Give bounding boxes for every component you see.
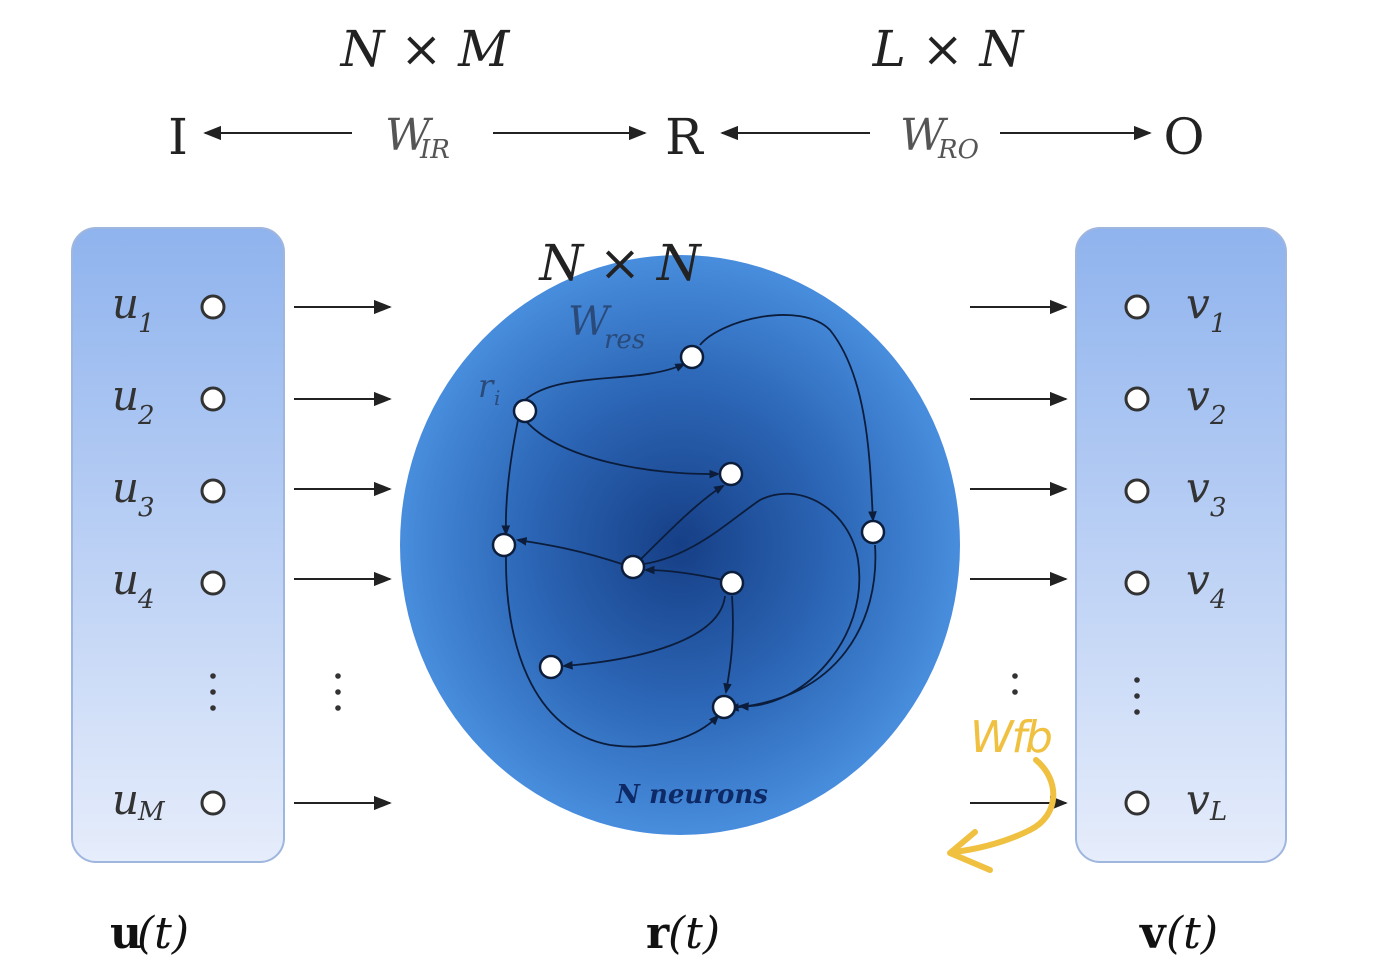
input-node — [200, 790, 226, 816]
input-arrows — [294, 299, 392, 811]
svg-text:v: v — [1186, 775, 1210, 824]
svg-text:u: u — [112, 463, 139, 512]
reservoir-connections — [501, 314, 877, 748]
reservoir-node — [718, 461, 744, 487]
svg-text:4: 4 — [1209, 585, 1227, 615]
reservoir-nodes — [491, 344, 886, 720]
output-unit-4: v 4 — [1124, 555, 1227, 615]
w-ir-label: W IR — [385, 110, 450, 165]
reservoir-layer-label: R — [665, 108, 704, 166]
output-layer-label: O — [1164, 108, 1205, 166]
input-panel — [71, 227, 285, 863]
reservoir-node — [860, 519, 886, 545]
w-res-label: W res — [568, 299, 645, 355]
input-unit-m: u M — [112, 775, 226, 827]
v-vector-label: v (t) — [1139, 908, 1218, 959]
svg-text:u: u — [112, 775, 139, 824]
dim-ir-label: N × M — [340, 20, 511, 78]
input-layer-label: I — [168, 108, 188, 166]
u-vector-label: u (t) — [110, 908, 189, 959]
svg-text:v: v — [1186, 371, 1210, 420]
reservoir-caption: N neurons — [615, 780, 768, 810]
output-unit-2: v 2 — [1124, 371, 1227, 431]
svg-text:(t): (t) — [1166, 908, 1218, 959]
svg-text:i: i — [494, 386, 500, 410]
input-node — [200, 294, 226, 320]
svg-text:u: u — [110, 908, 142, 959]
output-dots — [1134, 677, 1140, 715]
svg-text:2: 2 — [1209, 401, 1227, 431]
reservoir-node — [711, 694, 737, 720]
output-unit-1: v 1 — [1124, 279, 1227, 339]
w-ro-label: W RO — [900, 110, 979, 165]
output-panel — [1075, 227, 1287, 863]
svg-text:M: M — [137, 797, 166, 827]
svg-text:4: 4 — [137, 585, 155, 615]
dim-ro-label: L × N — [872, 20, 1026, 78]
svg-text:v: v — [1139, 908, 1167, 959]
output-node — [1124, 570, 1150, 596]
svg-text:(t): (t) — [137, 908, 189, 959]
svg-text:1: 1 — [138, 309, 155, 339]
svg-text:v: v — [1186, 555, 1210, 604]
reservoir-node — [538, 654, 564, 680]
reservoir-dim-label: N × N — [538, 234, 702, 292]
svg-text:(t): (t) — [668, 908, 720, 959]
r-vector-label: r (t) — [646, 908, 720, 959]
input-node — [200, 386, 226, 412]
input-unit-1: u 1 — [112, 279, 226, 339]
reservoir-node — [512, 398, 538, 424]
reservoir-node — [620, 554, 646, 580]
output-arrows — [970, 299, 1068, 811]
svg-text:1: 1 — [1210, 309, 1227, 339]
svg-text:u: u — [112, 555, 139, 604]
svg-text:u: u — [112, 279, 139, 328]
svg-text:res: res — [604, 325, 645, 355]
svg-text:u: u — [112, 371, 139, 420]
input-unit-3: u 3 — [112, 463, 226, 523]
output-unit-l: v L — [1124, 775, 1227, 827]
svg-text:r: r — [478, 367, 495, 405]
reservoir-node — [679, 344, 705, 370]
svg-text:3: 3 — [138, 493, 155, 523]
ri-label: r i — [478, 367, 500, 410]
input-node — [200, 478, 226, 504]
svg-text:v: v — [1186, 279, 1210, 328]
svg-text:2: 2 — [137, 401, 155, 431]
feedback-arrowhead — [947, 829, 993, 873]
input-unit-4: u 4 — [112, 555, 226, 615]
svg-text:IR: IR — [419, 135, 450, 165]
svg-text:W: W — [568, 299, 612, 345]
wfb-label: Wfb — [970, 712, 1051, 763]
svg-text:W: W — [900, 110, 949, 161]
output-node — [1124, 478, 1150, 504]
output-node — [1124, 386, 1150, 412]
svg-text:RO: RO — [937, 135, 979, 165]
input-dots — [210, 673, 216, 711]
reservoir-node — [719, 570, 745, 596]
input-node — [200, 570, 226, 596]
output-unit-3: v 3 — [1124, 463, 1227, 523]
svg-text:L: L — [1209, 797, 1227, 827]
input-unit-2: u 2 — [112, 371, 226, 431]
svg-text:r: r — [646, 908, 670, 959]
reservoir-sphere — [400, 255, 960, 835]
svg-text:W: W — [385, 110, 434, 161]
svg-text:v: v — [1186, 463, 1210, 512]
reservoir-node — [491, 532, 517, 558]
svg-text:3: 3 — [1210, 493, 1227, 523]
output-node — [1124, 790, 1150, 816]
feedback-annotation: Wfb — [947, 712, 1057, 873]
feedback-curve — [952, 757, 1057, 855]
output-node — [1124, 294, 1150, 320]
